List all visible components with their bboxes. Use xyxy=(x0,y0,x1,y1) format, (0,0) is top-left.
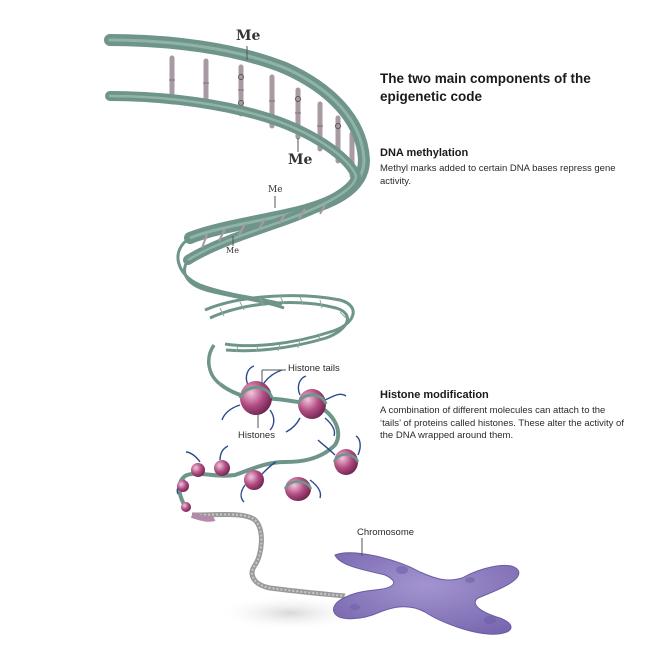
chromosome xyxy=(215,538,520,635)
dna-methylation-heading: DNA methylation xyxy=(380,147,469,159)
histone xyxy=(177,480,189,492)
methyl-label-middle: Me xyxy=(288,152,313,168)
dna-double-helix xyxy=(104,34,371,265)
histone xyxy=(334,449,358,475)
rung-divisions xyxy=(169,79,323,127)
histone xyxy=(214,460,230,476)
chromosome-label: Chromosome xyxy=(357,527,415,538)
lower-rungs xyxy=(201,204,326,249)
thin-dna-coil xyxy=(176,236,355,386)
methyl-label-small-2: Me xyxy=(226,246,239,255)
histone xyxy=(244,470,264,490)
histones-label: Histones xyxy=(238,430,275,441)
methyl-label-top: Me xyxy=(236,28,261,44)
diagram-title: The two main components of the epigeneti… xyxy=(380,71,591,104)
histone-modification-heading: Histone modification xyxy=(380,389,489,401)
histone-modification-description: A combination of different molecules can… xyxy=(380,405,624,441)
chromosome-body xyxy=(333,552,520,635)
histone-pointers xyxy=(257,369,286,428)
chromatin-fiber xyxy=(190,511,346,599)
methyl-label-small-1: Me xyxy=(268,185,283,195)
methyl-pointers xyxy=(232,46,299,246)
dna-methylation-description: Methyl marks added to certain DNA bases … xyxy=(380,163,616,187)
nucleosome-chain xyxy=(176,365,361,512)
histone-tails-label: Histone tails xyxy=(288,363,340,374)
chromosome-shadow xyxy=(215,595,365,631)
histone xyxy=(191,463,205,477)
histone xyxy=(181,502,191,512)
histones xyxy=(177,381,360,512)
